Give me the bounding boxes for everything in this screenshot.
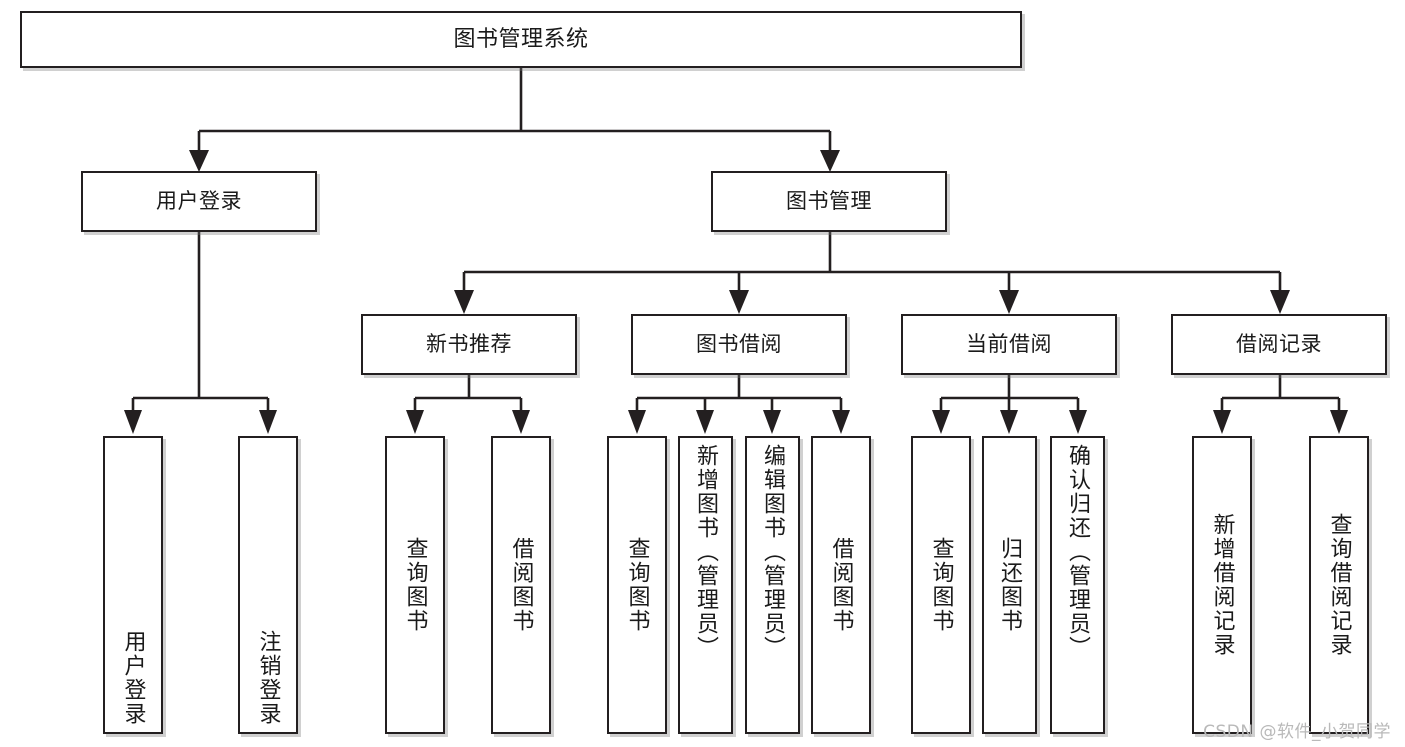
arrow-leaf-confirm-return <box>1069 410 1087 434</box>
node-leaf-add-book[interactable]: 新增图书（管理员） <box>678 436 733 734</box>
node-root[interactable]: 图书管理系统 <box>20 11 1022 68</box>
arrow-leaf-query-record <box>1330 410 1348 434</box>
node-leaf-borrow-book-1[interactable]: 借阅图书 <box>491 436 551 734</box>
node-leaf-borrow-book-2[interactable]: 借阅图书 <box>811 436 871 734</box>
node-borrow-record[interactable]: 借阅记录 <box>1171 314 1387 375</box>
arrow-leaf-query-book-2 <box>628 410 646 434</box>
node-leaf-confirm-return-label: 确认归还（管理员） <box>1065 444 1091 660</box>
arrow-user-login <box>189 150 209 172</box>
node-leaf-add-record-label: 新增借阅记录 <box>1209 513 1235 657</box>
node-leaf-query-book-2-label: 查询图书 <box>624 537 650 633</box>
node-user-login-label: 用户登录 <box>156 189 242 213</box>
node-leaf-query-book-3-label: 查询图书 <box>928 537 954 633</box>
arrow-leaf-query-book-3 <box>932 410 950 434</box>
node-book-borrow[interactable]: 图书借阅 <box>631 314 847 375</box>
node-leaf-add-book-label: 新增图书（管理员） <box>693 444 719 660</box>
node-borrow-record-label: 借阅记录 <box>1236 332 1322 356</box>
node-leaf-query-book-1-label: 查询图书 <box>402 537 428 633</box>
node-leaf-borrow-book-2-label: 借阅图书 <box>828 537 854 633</box>
arrow-leaf-add-book <box>696 410 714 434</box>
node-current-borrow[interactable]: 当前借阅 <box>901 314 1117 375</box>
node-leaf-edit-book[interactable]: 编辑图书（管理员） <box>745 436 800 734</box>
node-leaf-confirm-return[interactable]: 确认归还（管理员） <box>1050 436 1105 734</box>
node-leaf-return-book[interactable]: 归还图书 <box>982 436 1037 734</box>
node-current-borrow-label: 当前借阅 <box>966 332 1052 356</box>
node-leaf-user-logout-label: 注销登录 <box>255 630 281 726</box>
arrow-leaf-borrow-book-2 <box>832 410 850 434</box>
node-leaf-user-login-label: 用户登录 <box>120 630 146 726</box>
node-leaf-query-record[interactable]: 查询借阅记录 <box>1309 436 1369 734</box>
arrow-current-borrow <box>999 290 1019 314</box>
node-new-book-recommend-label: 新书推荐 <box>426 332 512 356</box>
node-leaf-query-book-2[interactable]: 查询图书 <box>607 436 667 734</box>
node-user-login[interactable]: 用户登录 <box>81 171 317 232</box>
arrow-leaf-query-book-1 <box>406 410 424 434</box>
node-root-label: 图书管理系统 <box>453 26 589 52</box>
arrow-book-borrow <box>729 290 749 314</box>
arrow-book-manage <box>820 150 840 172</box>
arrow-leaf-edit-book <box>763 410 781 434</box>
node-leaf-add-record[interactable]: 新增借阅记录 <box>1192 436 1252 734</box>
arrow-leaf-add-record <box>1213 410 1231 434</box>
arrow-leaf-borrow-book-1 <box>512 410 530 434</box>
arrow-borrow-record <box>1270 290 1290 314</box>
node-leaf-user-login[interactable]: 用户登录 <box>103 436 163 734</box>
node-book-manage[interactable]: 图书管理 <box>711 171 947 232</box>
node-leaf-query-book-1[interactable]: 查询图书 <box>385 436 445 734</box>
node-leaf-user-logout[interactable]: 注销登录 <box>238 436 298 734</box>
arrow-leaf-user-logout <box>259 410 277 434</box>
node-leaf-query-book-3[interactable]: 查询图书 <box>911 436 971 734</box>
node-book-borrow-label: 图书借阅 <box>696 332 782 356</box>
node-leaf-return-book-label: 归还图书 <box>997 537 1023 633</box>
csdn-watermark: CSDN @软件_小贺同学 <box>1203 722 1391 742</box>
node-leaf-borrow-book-1-label: 借阅图书 <box>508 537 534 633</box>
arrow-leaf-return-book <box>1000 410 1018 434</box>
arrow-new-book-recommend <box>454 290 474 314</box>
node-leaf-edit-book-label: 编辑图书（管理员） <box>760 444 786 660</box>
arrow-leaf-user-login <box>124 410 142 434</box>
node-book-manage-label: 图书管理 <box>786 189 872 213</box>
node-new-book-recommend[interactable]: 新书推荐 <box>361 314 577 375</box>
node-leaf-query-record-label: 查询借阅记录 <box>1326 513 1352 657</box>
